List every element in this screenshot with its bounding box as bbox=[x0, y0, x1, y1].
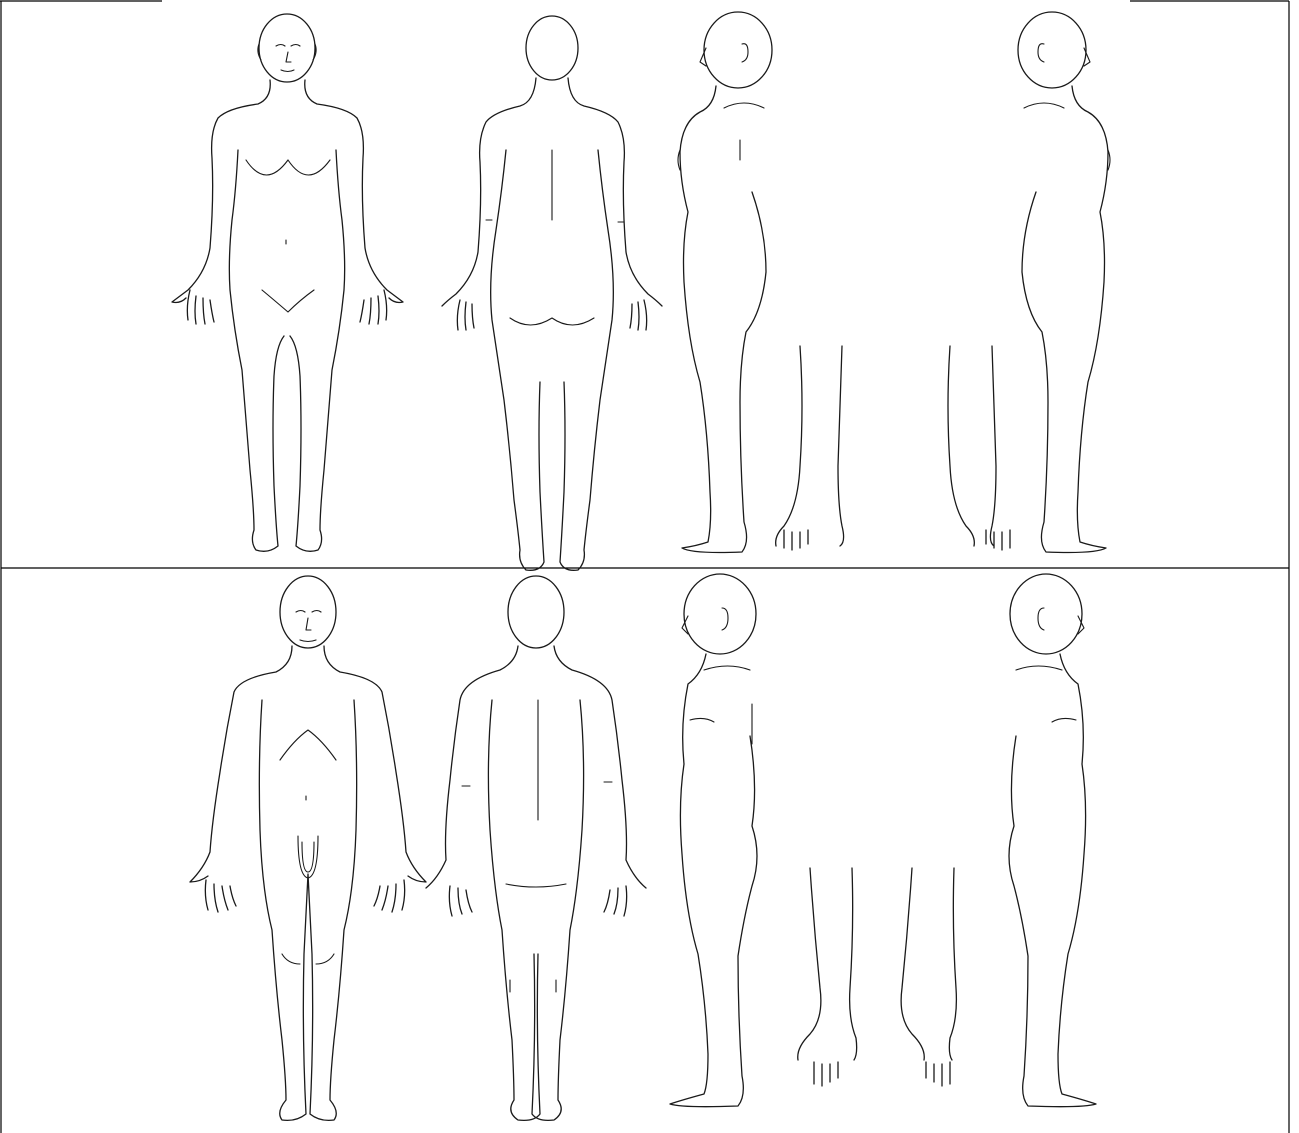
female-row bbox=[172, 12, 1110, 570]
female-front-figure bbox=[172, 14, 403, 551]
male-front-figure bbox=[190, 576, 426, 1120]
male-right-side-figure bbox=[670, 574, 857, 1107]
male-row bbox=[190, 574, 1096, 1120]
male-back-figure bbox=[426, 576, 646, 1120]
female-back-figure bbox=[442, 16, 662, 570]
female-left-side-figure bbox=[948, 12, 1110, 553]
female-right-side-figure bbox=[678, 12, 844, 553]
male-left-side-figure bbox=[901, 574, 1096, 1107]
